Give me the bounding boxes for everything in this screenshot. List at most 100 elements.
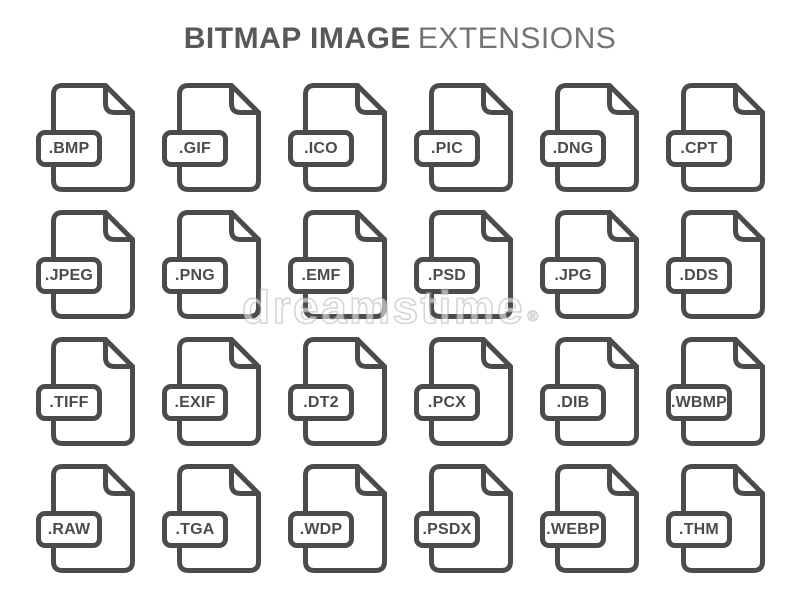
extension-label: .DNG — [540, 130, 606, 167]
file-type-icon: .TIFF — [36, 337, 135, 446]
document-outline — [681, 337, 765, 446]
folded-corner — [607, 210, 639, 242]
folded-corner — [733, 83, 765, 115]
document-outline — [429, 210, 513, 319]
extension-label: .TGA — [162, 511, 228, 548]
file-type-icon: .WDP — [288, 464, 387, 573]
document-outline — [555, 210, 639, 319]
folded-corner — [229, 337, 261, 369]
document-outline — [177, 337, 261, 446]
file-type-icon: .BMP — [36, 83, 135, 192]
document-icon — [681, 337, 765, 446]
file-type-icon: .ICO — [288, 83, 387, 192]
document-outline — [177, 210, 261, 319]
document-icon — [429, 337, 513, 446]
folded-corner — [481, 83, 513, 115]
document-outline — [429, 83, 513, 192]
folded-corner — [607, 83, 639, 115]
extension-label: .DDS — [666, 257, 732, 294]
folded-corner — [229, 83, 261, 115]
extension-label: .ICO — [288, 130, 354, 167]
document-icon — [429, 464, 513, 573]
extension-label: .CPT — [666, 130, 732, 167]
extension-label: .WEBP — [540, 511, 606, 548]
extension-label: .DIB — [540, 384, 606, 421]
folded-corner — [355, 464, 387, 496]
file-type-icon: .PSD — [414, 210, 513, 319]
document-outline — [681, 464, 765, 573]
document-outline — [429, 464, 513, 573]
folded-corner — [481, 210, 513, 242]
file-type-icon: .JPEG — [36, 210, 135, 319]
folded-corner — [607, 337, 639, 369]
document-outline — [681, 83, 765, 192]
folded-corner — [103, 337, 135, 369]
document-icon — [177, 464, 261, 573]
folded-corner — [229, 210, 261, 242]
document-outline — [303, 464, 387, 573]
file-type-icon: .EXIF — [162, 337, 261, 446]
extension-label: .PNG — [162, 257, 228, 294]
document-outline — [555, 337, 639, 446]
file-type-icon: .CPT — [666, 83, 765, 192]
extension-label: .TIFF — [36, 384, 102, 421]
document-icon — [681, 464, 765, 573]
document-icon — [177, 210, 261, 319]
document-icon — [555, 83, 639, 192]
document-outline — [681, 210, 765, 319]
folded-corner — [607, 464, 639, 496]
extension-label: .EMF — [288, 257, 354, 294]
document-icon — [303, 337, 387, 446]
document-icon — [177, 83, 261, 192]
folded-corner — [103, 83, 135, 115]
file-type-icon: .GIF — [162, 83, 261, 192]
extension-label: .DT2 — [288, 384, 354, 421]
extension-label: .EXIF — [162, 384, 228, 421]
document-outline — [555, 83, 639, 192]
file-type-icon: .WBMP — [666, 337, 765, 446]
title-bold-text: BITMAP IMAGE — [183, 22, 411, 55]
document-outline — [51, 83, 135, 192]
file-type-icon: .EMF — [288, 210, 387, 319]
file-icon-grid: .BMP .GIF .ICO .PIC .DNG — [36, 83, 765, 573]
file-type-icon: .DNG — [540, 83, 639, 192]
extension-label: .PSDX — [414, 511, 480, 548]
folded-corner — [733, 337, 765, 369]
folded-corner — [355, 337, 387, 369]
file-type-icon: .THM — [666, 464, 765, 573]
extension-label: .WDP — [288, 511, 354, 548]
file-type-icon: .DT2 — [288, 337, 387, 446]
document-outline — [429, 337, 513, 446]
folded-corner — [355, 210, 387, 242]
document-outline — [51, 464, 135, 573]
file-type-icon: .PSDX — [414, 464, 513, 573]
file-type-icon: .WEBP — [540, 464, 639, 573]
document-outline — [555, 464, 639, 573]
folded-corner — [733, 210, 765, 242]
document-icon — [681, 83, 765, 192]
document-outline — [303, 337, 387, 446]
file-type-icon: .TGA — [162, 464, 261, 573]
document-icon — [555, 337, 639, 446]
document-outline — [177, 464, 261, 573]
document-outline — [51, 210, 135, 319]
document-icon — [681, 210, 765, 319]
file-type-icon: .RAW — [36, 464, 135, 573]
document-icon — [555, 464, 639, 573]
folded-corner — [733, 464, 765, 496]
folded-corner — [355, 83, 387, 115]
document-icon — [429, 83, 513, 192]
document-icon — [51, 210, 135, 319]
document-icon — [555, 210, 639, 319]
document-icon — [51, 464, 135, 573]
file-type-icon: .PNG — [162, 210, 261, 319]
document-icon — [51, 337, 135, 446]
document-icon — [177, 337, 261, 446]
folded-corner — [229, 464, 261, 496]
file-type-icon: .JPG — [540, 210, 639, 319]
folded-corner — [481, 464, 513, 496]
document-outline — [303, 210, 387, 319]
extension-label: .BMP — [36, 130, 102, 167]
extension-label: .JPG — [540, 257, 606, 294]
